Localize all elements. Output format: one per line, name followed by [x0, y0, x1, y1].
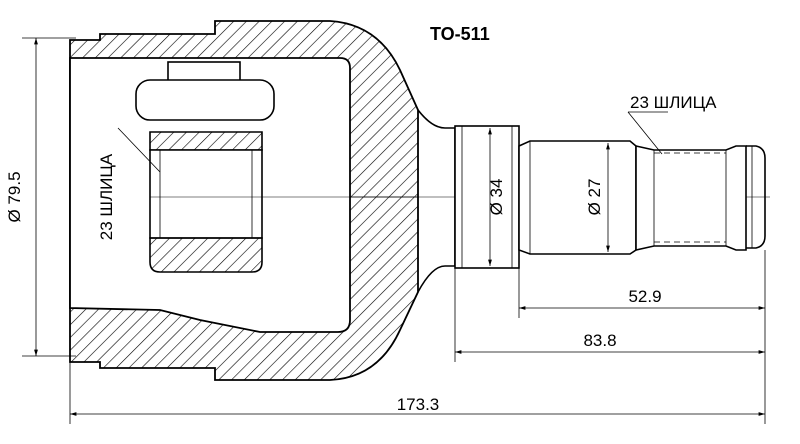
- length-173-3-label: 173.3: [397, 395, 440, 414]
- shaft-diameter-27-label: Ø 27: [585, 179, 604, 216]
- length-83-8-label: 83.8: [583, 331, 616, 350]
- part-number-title: TO-511: [430, 24, 490, 44]
- length-52-9-label: 52.9: [628, 287, 661, 306]
- neck: [417, 109, 456, 293]
- outer-spline-label: 23 ШЛИЦА: [630, 93, 717, 112]
- inner-spline-leader: [117, 127, 161, 173]
- outer-spline-leader: [627, 111, 663, 155]
- dim-lengths: [69, 250, 766, 424]
- shaft-spline-end: [635, 145, 766, 251]
- dim-outer-diameter: [22, 37, 76, 357]
- shaft-stage-27: [518, 140, 637, 255]
- shaft-stage-34: [454, 125, 520, 269]
- outer-diameter-label: Ø 79.5: [5, 171, 24, 222]
- inner-spline-hub: [149, 131, 263, 273]
- shaft-diameter-34-label: Ø 34: [487, 179, 506, 216]
- tripod-roller: [135, 61, 275, 121]
- inner-spline-label: 23 ШЛИЦА: [97, 153, 116, 240]
